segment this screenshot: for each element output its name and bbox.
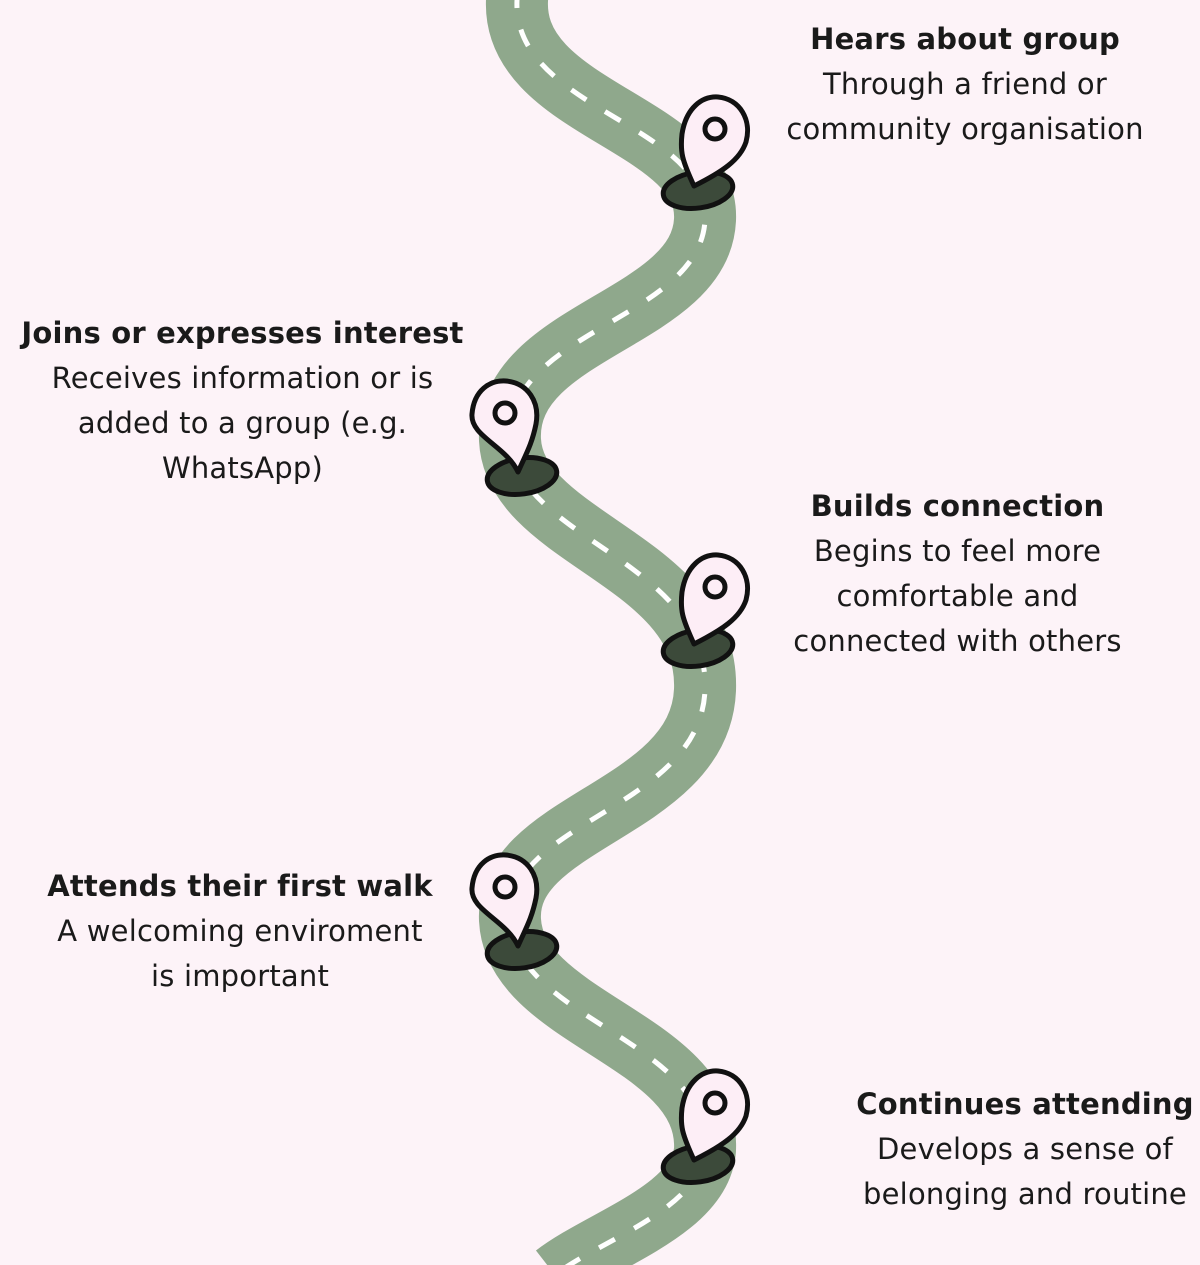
journey-step-continues-attending: Continues attending Develops a sense of …: [855, 1082, 1195, 1217]
step-description: A welcoming enviroment is important: [57, 914, 423, 993]
map-pin-icon: [660, 552, 750, 669]
map-pin-icon: [660, 1068, 750, 1185]
step-title: Joins or expresses interest: [21, 316, 464, 350]
step-title: Builds connection: [810, 489, 1105, 523]
step-description: Through a friend or community organisati…: [786, 67, 1144, 146]
step-description: Develops a sense of belonging and routin…: [863, 1132, 1187, 1211]
step-title: Hears about group: [810, 22, 1120, 56]
journey-step-joins-or-expresses-interest: Joins or expresses interest Receives inf…: [20, 311, 465, 491]
step-title: Continues attending: [856, 1087, 1194, 1121]
map-pin-icon: [469, 852, 560, 971]
journey-step-attends-first-walk: Attends their first walk A welcoming env…: [40, 864, 440, 999]
journey-step-builds-connection: Builds connection Begins to feel more co…: [775, 484, 1140, 664]
journey-step-hears-about-group: Hears about group Through a friend or co…: [775, 17, 1155, 152]
step-description: Receives information or is added to a gr…: [51, 361, 434, 485]
step-description: Begins to feel more comfortable and conn…: [793, 534, 1122, 658]
map-pin-icon: [469, 378, 560, 497]
map-pin-icon: [660, 94, 750, 211]
step-title: Attends their first walk: [47, 869, 433, 903]
